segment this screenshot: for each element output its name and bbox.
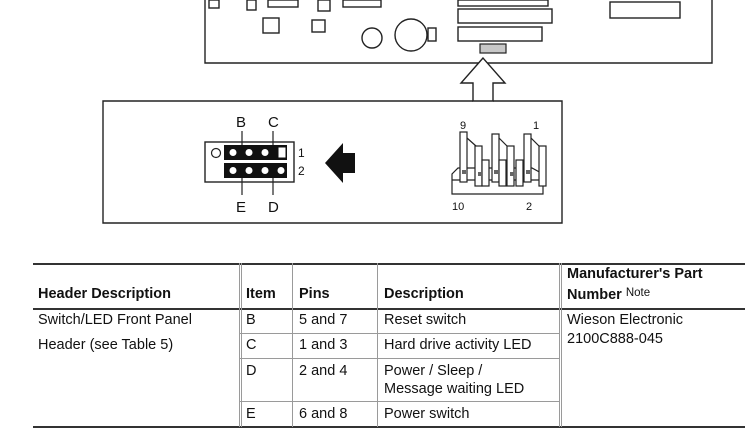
table-header-rule <box>33 308 745 310</box>
label-d: D <box>268 199 279 216</box>
col-divider <box>239 263 240 427</box>
row-label-1: 1 <box>298 146 305 160</box>
row-label-2: 2 <box>298 164 305 178</box>
table-row-item: D <box>246 363 257 379</box>
table-top-rule <box>33 263 745 265</box>
label-c: C <box>268 114 279 131</box>
header-description-line1: Switch/LED Front Panel <box>38 312 192 328</box>
manufacturer-heading-line2: Number Note <box>567 284 650 304</box>
manufacturer-line2: 2100C888-045 <box>567 331 663 347</box>
up-arrow-icon <box>459 56 507 102</box>
col-divider <box>292 263 293 427</box>
table-row-description-line2: Message waiting LED <box>384 381 525 397</box>
pin-label-9: 9 <box>460 120 466 132</box>
col-divider <box>559 263 560 427</box>
table-row-description: Hard drive activity LED <box>384 337 532 353</box>
table-row-description: Power switch <box>384 406 470 422</box>
table-row-pins: 2 and 4 <box>299 363 348 379</box>
target-header-marker <box>479 43 507 54</box>
table-row-item: E <box>246 406 256 422</box>
motherboard-outline <box>204 0 713 64</box>
row-divider <box>240 333 560 334</box>
detail-box <box>102 100 563 224</box>
description-heading: Description <box>384 286 464 302</box>
table-row-pins: 6 and 8 <box>299 406 348 422</box>
header-description-heading: Header Description <box>38 286 171 302</box>
table-row-item: B <box>246 312 256 328</box>
table-row-pins: 1 and 3 <box>299 337 348 353</box>
pin-label-1: 1 <box>533 120 539 132</box>
table-row-description: Reset switch <box>384 312 467 328</box>
col-divider <box>241 263 242 427</box>
header-top-view <box>204 131 295 195</box>
manufacturer-heading-line1: Manufacturer's Part <box>567 266 703 282</box>
col-divider <box>561 263 562 427</box>
row-divider <box>240 401 560 402</box>
manufacturer-heading-note: Note <box>625 287 651 299</box>
col-divider <box>377 263 378 427</box>
connector-figure: B C E D 1 2 <box>102 0 713 224</box>
table-row-item: C <box>246 337 257 353</box>
item-heading: Item <box>246 286 276 302</box>
table-row-description: Power / Sleep / <box>384 363 483 379</box>
left-arrow-icon <box>325 143 355 183</box>
manufacturer-line1: Wieson Electronic <box>567 312 684 328</box>
table-bottom-rule <box>33 426 745 428</box>
label-b: B <box>236 114 246 131</box>
pin-label-10: 10 <box>452 201 464 213</box>
label-e: E <box>236 199 246 216</box>
header-description-line2: Header (see Table 5) <box>38 337 174 353</box>
row-divider <box>240 358 560 359</box>
manufacturer-heading-number: Number <box>567 287 622 303</box>
table-row-pins: 5 and 7 <box>299 312 348 328</box>
pin-label-2: 2 <box>526 201 532 213</box>
pins-heading: Pins <box>299 286 330 302</box>
header-perspective-view <box>451 131 547 195</box>
